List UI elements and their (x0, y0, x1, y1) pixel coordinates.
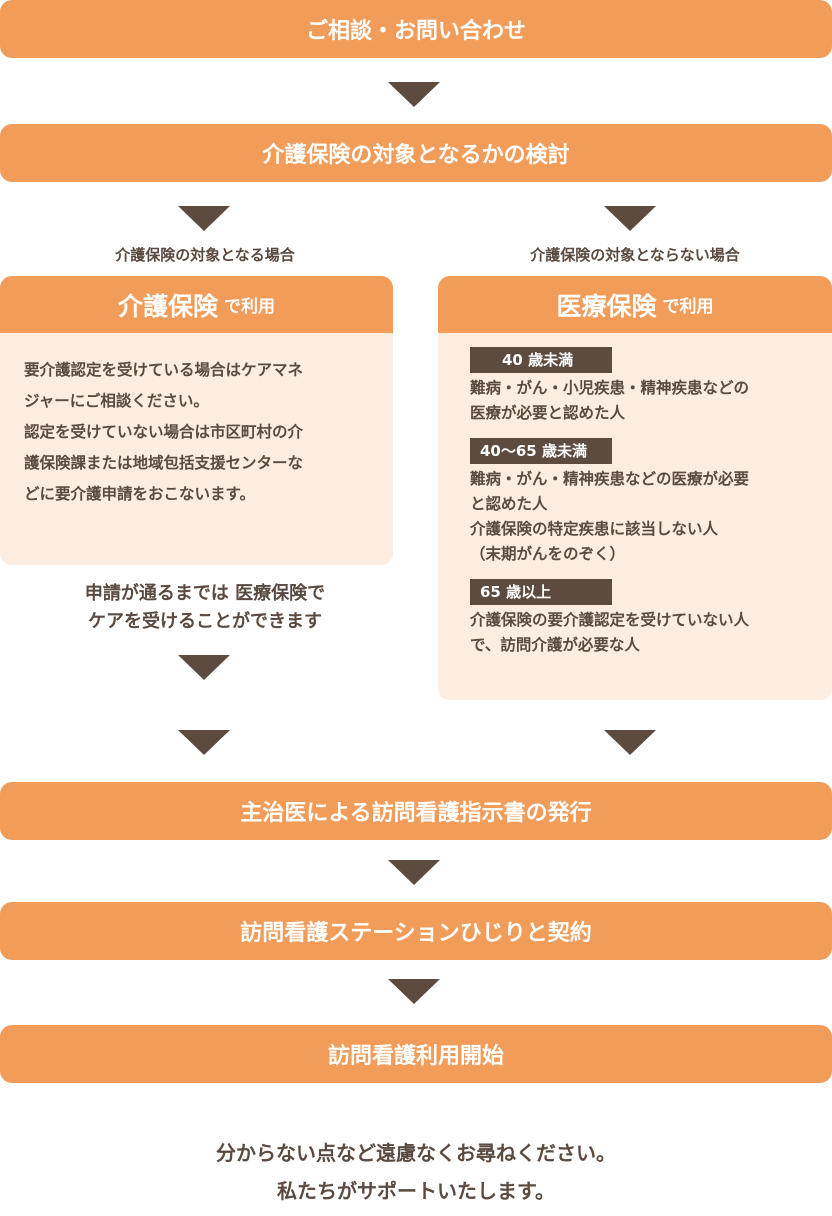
medical-insurance-card: 医療保険で利用 40 歳未満 難病・がん・小児疾患・精神疾患などの医療が必要と認… (438, 276, 832, 700)
age-group-65-plus: 65 歳以上 介護保険の要介護認定を受けていない人で、訪問介護が必要な人 (470, 579, 812, 658)
footer-message: 分からない点など遠慮なくお尋ねください。 私たちがサポートいたします。 (0, 1134, 832, 1210)
step-eligibility-check: 介護保険の対象となるかの検討 (0, 124, 832, 182)
step-contract: 訪問看護ステーションひじりと契約 (0, 902, 832, 960)
step-start: 訪問看護利用開始 (0, 1025, 832, 1083)
left-note: 申請が通るまでは 医療保険で ケアを受けることができます (0, 580, 410, 636)
arrow-down-icon (178, 206, 230, 231)
group-line: で、訪問介護が必要な人 (470, 636, 640, 654)
group-line: 介護保険の特定疾患に該当しない人 (470, 520, 719, 538)
card-title-suffix: で利用 (662, 297, 714, 317)
step-label: 介護保険の対象となるかの検討 (262, 143, 570, 168)
body-line: 認定を受けていない場合は市区町村の介 (24, 423, 304, 441)
card-body: 40 歳未満 難病・がん・小児疾患・精神疾患などの医療が必要と認めた人 40〜6… (438, 333, 832, 658)
age-tag: 40 歳未満 (470, 347, 612, 373)
footer-line: 分からない点など遠慮なくお尋ねください。 (216, 1141, 616, 1165)
group-line: 医療が必要と認めた人 (470, 404, 626, 422)
arrow-down-icon (388, 82, 440, 107)
left-condition-label: 介護保険の対象となる場合 (115, 246, 295, 264)
group-line: 難病・がん・精神疾患などの医療が必要 (470, 470, 750, 488)
age-group-40-65: 40〜65 歳未満 難病・がん・精神疾患などの医療が必要と認めた人介護保険の特定… (470, 438, 812, 567)
arrow-down-icon (604, 206, 656, 231)
footer-line: 私たちがサポートいたします。 (277, 1179, 555, 1203)
step-label: 訪問看護ステーションひじりと契約 (240, 921, 592, 946)
step-consultation: ご相談・お問い合わせ (0, 0, 832, 58)
arrow-down-icon (178, 730, 230, 755)
step-label: 訪問看護利用開始 (327, 1044, 504, 1069)
arrow-down-icon (178, 655, 230, 680)
group-line: （末期がんをのぞく） (470, 545, 626, 563)
body-line: どに要介護申請をおこないます。 (24, 485, 255, 503)
group-line: と認めた人 (470, 495, 548, 513)
note-line: ケアを受けることができます (88, 611, 322, 632)
age-group-under-40: 40 歳未満 難病・がん・小児疾患・精神疾患などの医療が必要と認めた人 (470, 347, 812, 426)
card-title-suffix: で利用 (224, 297, 275, 317)
card-header: 医療保険で利用 (438, 276, 832, 333)
note-line: 申請が通るまでは 医療保険で (84, 583, 326, 604)
body-line: 護保険課または地域包括支援センターな (24, 454, 304, 472)
card-body: 要介護認定を受けている場合はケアマネ ジャーにご相談ください。 認定を受けていな… (0, 333, 393, 510)
group-line: 介護保険の要介護認定を受けていない人 (470, 611, 750, 629)
care-insurance-card: 介護保険で利用 要介護認定を受けている場合はケアマネ ジャーにご相談ください。 … (0, 276, 393, 565)
step-label: ご相談・お問い合わせ (305, 19, 526, 44)
right-condition-label: 介護保険の対象とならない場合 (530, 246, 740, 264)
arrow-down-icon (388, 979, 440, 1004)
card-title: 介護保険 (117, 291, 218, 321)
arrow-down-icon (604, 730, 656, 755)
group-line: 難病・がん・小児疾患・精神疾患などの (470, 379, 750, 397)
age-tag: 40〜65 歳未満 (470, 438, 612, 464)
card-header: 介護保険で利用 (0, 276, 393, 333)
step-doctor-instruction: 主治医による訪問看護指示書の発行 (0, 782, 832, 840)
arrow-down-icon (388, 860, 440, 885)
card-title: 医療保険 (556, 291, 657, 321)
age-tag: 65 歳以上 (470, 579, 612, 605)
body-line: ジャーにご相談ください。 (24, 392, 209, 410)
step-label: 主治医による訪問看護指示書の発行 (240, 801, 592, 826)
body-line: 要介護認定を受けている場合はケアマネ (24, 361, 304, 379)
